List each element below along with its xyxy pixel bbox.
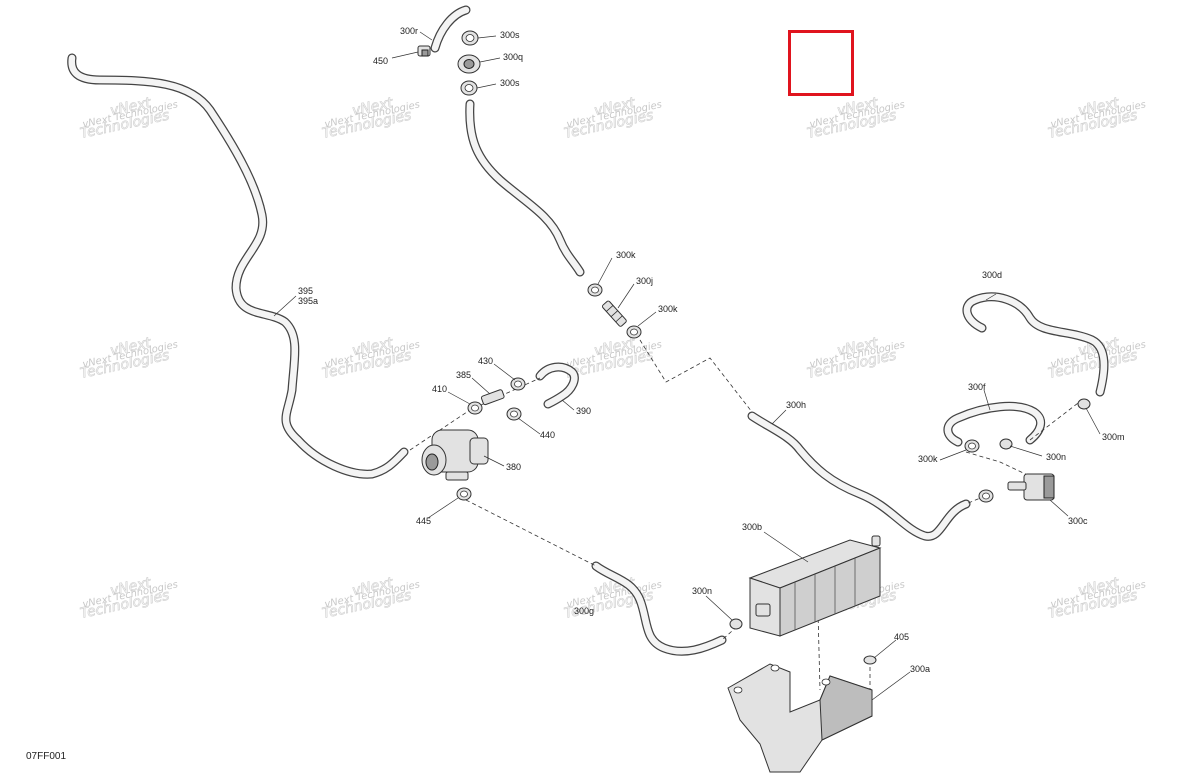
watermark: vNext Technologies vNext Technologies xyxy=(1047,575,1147,623)
watermark: vNext Technologies vNext Technologies xyxy=(563,95,663,143)
watermark: vNext Technologies vNext Technologies xyxy=(806,335,906,383)
watermark: vNext Technologies vNext Technologies xyxy=(79,95,179,143)
label-385[interactable]: 385 xyxy=(456,370,471,380)
clamp-445[interactable] xyxy=(456,487,472,501)
label-430[interactable]: 430 xyxy=(478,356,493,366)
hose-300f[interactable] xyxy=(943,401,1046,447)
watermark: vNext Technologies vNext Technologies xyxy=(1047,95,1147,143)
label-300a[interactable]: 300a xyxy=(910,664,930,674)
grommet-300q[interactable] xyxy=(457,54,481,74)
clamp-300s-bottom[interactable] xyxy=(460,80,478,96)
label-300s-top[interactable]: 300s xyxy=(500,30,520,40)
hose-300h[interactable] xyxy=(747,411,971,541)
part-labels: 300r 450 300s 300q 300s 395 395a 300k 30… xyxy=(298,26,1125,674)
label-390[interactable]: 390 xyxy=(576,406,591,416)
label-300n-bottom[interactable]: 300n xyxy=(692,586,712,596)
watermark: vNext Technologies vNext Technologies xyxy=(79,335,179,383)
watermark: vNext Technologies vNext Technologies xyxy=(79,575,179,623)
clamp-440[interactable] xyxy=(506,407,522,421)
screw-405[interactable] xyxy=(863,655,877,665)
label-300k-mid[interactable]: 300k xyxy=(658,304,678,314)
label-300r[interactable]: 300r xyxy=(400,26,418,36)
connector-300j[interactable] xyxy=(601,300,627,327)
clamp-300s-top[interactable] xyxy=(461,30,479,46)
label-300f[interactable]: 300f xyxy=(968,382,986,392)
watermark: vNext Technologies vNext Technologies xyxy=(321,335,421,383)
label-300c[interactable]: 300c xyxy=(1068,516,1088,526)
label-395[interactable]: 395 xyxy=(298,286,313,296)
label-300h[interactable]: 300h xyxy=(786,400,806,410)
watermark: vNext Technologies vNext Technologies xyxy=(321,575,421,623)
clamp-300k-mid[interactable] xyxy=(626,325,642,339)
hose-top-center[interactable] xyxy=(465,99,585,277)
label-300m[interactable]: 300m xyxy=(1102,432,1125,442)
clamp-300k-right[interactable] xyxy=(964,439,980,453)
fitting-385[interactable] xyxy=(480,389,505,406)
canister-300b[interactable] xyxy=(748,535,882,637)
clamp-300n-right[interactable] xyxy=(999,438,1013,450)
label-300k-right[interactable]: 300k xyxy=(918,454,938,464)
clamp-430[interactable] xyxy=(510,377,526,391)
hose-300d[interactable] xyxy=(962,292,1109,397)
hose-395[interactable] xyxy=(67,53,409,479)
clamp-300m[interactable] xyxy=(1077,398,1091,410)
clamp-300k-lower[interactable] xyxy=(978,489,994,503)
fitting-450[interactable] xyxy=(417,45,431,57)
hose-300g[interactable] xyxy=(591,561,727,656)
label-300k-top[interactable]: 300k xyxy=(616,250,636,260)
label-405[interactable]: 405 xyxy=(894,632,909,642)
label-300b[interactable]: 300b xyxy=(742,522,762,532)
watermark: vNext Technologies vNext Technologies xyxy=(806,95,906,143)
label-410[interactable]: 410 xyxy=(432,384,447,394)
label-300d[interactable]: 300d xyxy=(982,270,1002,280)
label-300j[interactable]: 300j xyxy=(636,276,653,286)
label-450[interactable]: 450 xyxy=(373,56,388,66)
label-300g[interactable]: 300g xyxy=(574,606,594,616)
watermark: vNext Technologies vNext Technologies xyxy=(321,95,421,143)
diagram-code: 07FF001 xyxy=(26,751,67,762)
label-300s-bottom[interactable]: 300s xyxy=(500,78,520,88)
connection-lines xyxy=(409,339,1083,700)
label-380[interactable]: 380 xyxy=(506,462,521,472)
bracket-300a[interactable] xyxy=(727,663,873,773)
clamp-410[interactable] xyxy=(467,401,483,415)
selection-highlight-box xyxy=(788,30,854,96)
hose-390[interactable] xyxy=(535,362,579,409)
purge-valve-380[interactable] xyxy=(421,429,489,481)
label-440[interactable]: 440 xyxy=(540,430,555,440)
watermarks: vNext Technologies vNext Technologies vN… xyxy=(79,95,1147,623)
leader-lines xyxy=(273,31,1101,701)
label-300n-right[interactable]: 300n xyxy=(1046,452,1066,462)
label-445[interactable]: 445 xyxy=(416,516,431,526)
label-300q[interactable]: 300q xyxy=(503,52,523,62)
valve-300c[interactable] xyxy=(1007,473,1055,501)
hose-300r[interactable] xyxy=(430,5,471,53)
clamp-300n-bottom[interactable] xyxy=(729,618,743,630)
label-395a[interactable]: 395a xyxy=(298,296,318,306)
clamp-300k-top[interactable] xyxy=(587,283,603,297)
